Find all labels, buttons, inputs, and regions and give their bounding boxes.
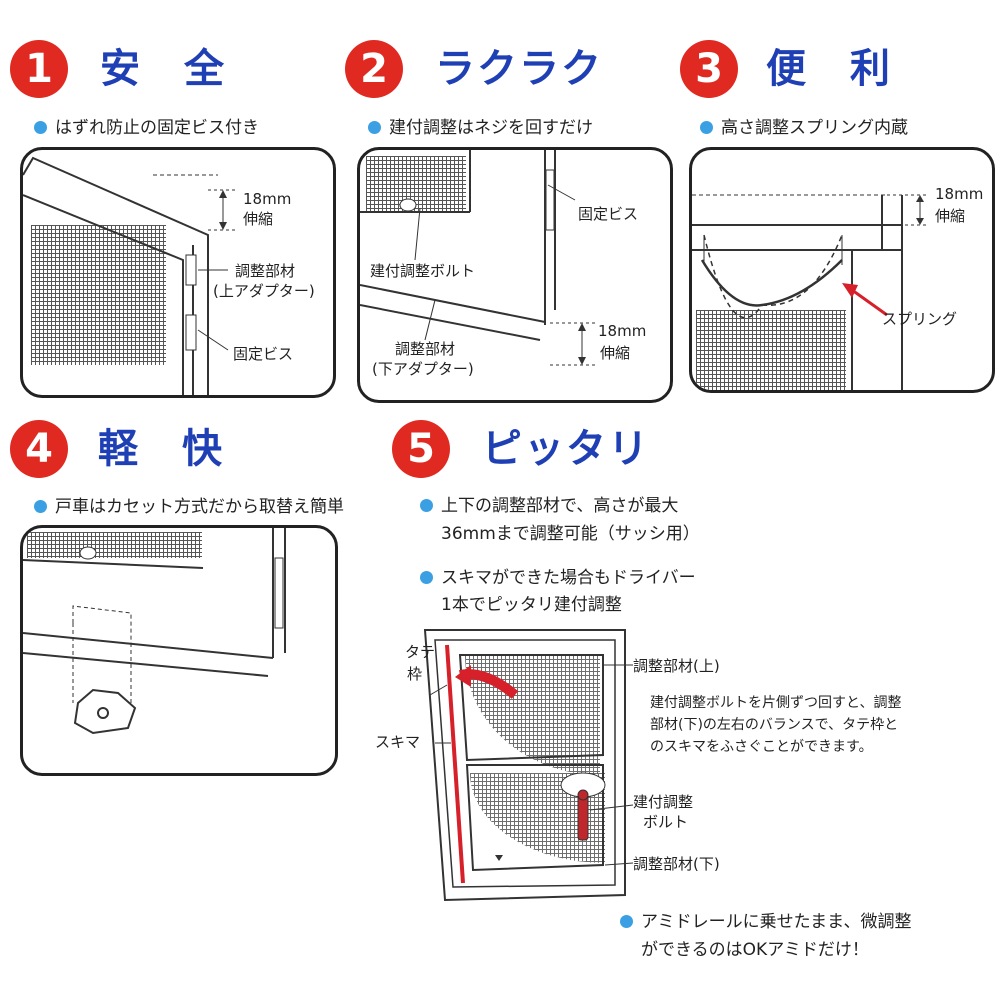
feature-5-number-badge: 5 [392, 420, 450, 478]
bullet-dot-icon [620, 915, 633, 928]
feature-1-title: 安 全 [100, 46, 226, 92]
adjustment-description-line-2: 部材(下)の左右のバランスで、タテ枠と [650, 717, 899, 733]
screen-mesh [696, 310, 846, 390]
feature-2-illustration: 固定ビス 建付調整ボルト 調整部材 (下アダプター) 18mm 伸縮 [357, 147, 673, 403]
feature-2-bullet: 建付調整はネジを回すだけ [368, 116, 593, 140]
stretch-size-label: 18mm [598, 322, 647, 340]
final-note-line-2: ができるのはOKアミドだけ！ [641, 940, 869, 960]
fixing-screw-label: 固定ビス [578, 205, 639, 223]
upper-adjuster-label: 調整部材(上) [633, 657, 720, 675]
feature-5-title: ピッタリ [482, 426, 650, 472]
feature-5-bullet-2: スキマができた場合もドライバー [420, 566, 696, 590]
feature-4-title: 軽 快 [98, 426, 224, 472]
adjustment-description-line-3: のスキマをふさぐことができます。 [650, 739, 873, 755]
fixing-screw-label: 固定ビス [233, 345, 294, 363]
feature-1-number-badge: 1 [10, 40, 68, 98]
stretch-size-label: 18mm [935, 185, 984, 203]
bullet-dot-icon [34, 500, 47, 513]
feature-1-illustration: 18mm 伸縮 調整部材 (上アダプター) 固定ビス [20, 147, 336, 398]
vertical-frame-label: タテ [405, 643, 436, 661]
bullet-dot-icon [34, 121, 47, 134]
stretch-size-label: 18mm [243, 190, 292, 208]
lower-adapter-label: 調整部材 [395, 340, 456, 358]
bullet-dot-icon [368, 121, 381, 134]
feature-3-bullet: 高さ調整スプリング内蔵 [700, 116, 908, 140]
bullet-dot-icon [700, 121, 713, 134]
spring-label: スプリング [882, 310, 958, 328]
window-frame-drawing [360, 150, 595, 366]
feature-4-number-badge: 4 [10, 420, 68, 478]
stretch-label: 伸縮 [600, 344, 631, 362]
window-diagram-drawing [423, 629, 634, 902]
adjustment-bolt-label: 建付調整 [633, 793, 694, 811]
upper-adapter-sub-label: (上アダプター) [213, 282, 315, 300]
feature-1-bullet: はずれ防止の固定ビス付き [34, 116, 259, 140]
gap-label: スキマ [375, 733, 421, 751]
fitting-diagram: タテ 枠 スキマ 調整部材(上) 建付調整 ボルト 調整部材(下) [375, 625, 975, 915]
adjustment-bolt-label: 建付調整ボルト [370, 262, 476, 280]
feature-4-bullet: 戸車はカセット方式だから取替え簡単 [34, 495, 344, 519]
bullet-dot-icon [420, 499, 433, 512]
final-note-line-1: アミドレールに乗せたまま、微調整 [620, 910, 911, 934]
bullet-dot-icon [420, 571, 433, 584]
upper-adapter-label: 調整部材 [235, 262, 296, 280]
screen-mesh [27, 532, 202, 558]
feature-3-title: 便 利 [766, 46, 892, 92]
spring-drawing [692, 194, 927, 390]
feature-2-number-badge: 2 [345, 40, 403, 98]
stretch-label: 伸縮 [935, 207, 966, 225]
vertical-frame-label-2: 枠 [407, 665, 423, 683]
feature-4-illustration [20, 525, 338, 776]
feature-3-illustration: 18mm 伸縮 スプリング [689, 147, 995, 393]
feature-2-title: ラクラク [435, 46, 603, 92]
stretch-label: 伸縮 [243, 210, 274, 228]
adjustment-description-line-1: 建付調整ボルトを片側ずつ回すと、調整 [650, 695, 902, 711]
feature-5-bullet-2-cont: 1本でピッタリ建付調整 [441, 595, 622, 615]
window-frame-drawing [23, 156, 238, 395]
lower-adapter-sub-label: (下アダプター) [372, 360, 474, 378]
screen-mesh [366, 156, 466, 211]
feature-5-bullet-1-cont: 36mmまで調整可能（サッシ用） [441, 524, 700, 544]
feature-3-number-badge: 3 [680, 40, 738, 98]
adjustment-bolt-label-2: ボルト [643, 813, 689, 831]
lower-adjuster-label: 調整部材(下) [633, 855, 720, 873]
feature-5-bullet-1: 上下の調整部材で、高さが最大 [420, 494, 678, 518]
screen-mesh [31, 225, 166, 365]
door-roller-drawing [23, 528, 286, 735]
